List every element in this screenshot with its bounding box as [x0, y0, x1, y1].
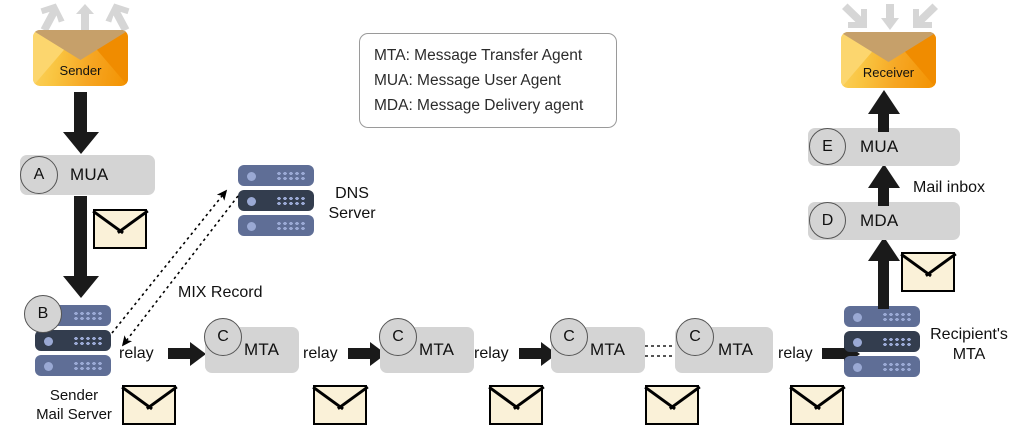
badge-d: D — [809, 202, 846, 239]
mail-envelope-icon-3 — [312, 385, 368, 425]
relay-label-3: relay — [474, 345, 509, 362]
arrow-mua-to-mail-server — [63, 196, 99, 300]
relay-label-1: relay — [119, 345, 154, 362]
stage-mta-2-label: MTA — [419, 340, 455, 359]
sender-envelope-icon: Sender — [33, 30, 128, 86]
relay-label-2: relay — [303, 345, 338, 362]
mix-record-label: MIX Record — [178, 284, 263, 301]
arrow-mua-to-receiver — [868, 90, 900, 132]
badge-e-label: E — [822, 137, 833, 155]
stage-mta-3-label: MTA — [590, 340, 626, 359]
stage-recipient-mua-label: MUA — [860, 137, 899, 156]
receiver-incoming-arrows-icon — [838, 2, 942, 32]
arrow-recipient-mta-to-mda — [868, 237, 900, 309]
receiver-envelope-icon: Receiver — [841, 32, 936, 88]
mail-envelope-icon-6 — [789, 385, 845, 425]
dns-server-icon — [238, 165, 314, 237]
receiver-envelope-label: Receiver — [862, 65, 915, 80]
sender-mail-server-label: Sender Mail Server — [36, 387, 112, 423]
mail-envelope-icon-5 — [644, 385, 700, 425]
relay-label-4: relay — [778, 345, 813, 362]
mail-envelope-icon-2 — [121, 385, 177, 425]
legend-line-mta: MTA: Message Transfer Agent — [374, 47, 583, 64]
badge-c-1-label: C — [217, 328, 229, 345]
mail-envelope-icon-1 — [92, 209, 148, 249]
badge-c-1: C — [204, 318, 242, 356]
sender-envelope-label: Sender — [59, 63, 102, 78]
mail-inbox-label: Mail inbox — [913, 179, 986, 196]
stage-mta-4-label: MTA — [718, 340, 754, 359]
recipient-mta-label: Recipient's MTA — [930, 326, 1008, 363]
badge-c-3-label: C — [563, 328, 575, 345]
recipient-mta-server-icon — [844, 306, 920, 378]
sender-outgoing-arrows-icon — [34, 2, 136, 32]
badge-b: B — [24, 295, 62, 333]
legend-line-mua: MUA: Message User Agent — [374, 72, 561, 90]
badge-c-4: C — [676, 318, 714, 356]
badge-e: E — [809, 128, 846, 165]
badge-c-2: C — [379, 318, 417, 356]
dns-server-label: DNS Server — [328, 185, 376, 222]
stage-mta-1-label: MTA — [244, 340, 280, 359]
badge-d-label: D — [821, 211, 834, 229]
mail-envelope-icon-7 — [900, 252, 956, 292]
stage-sender-mua-label: MUA — [70, 165, 109, 184]
badge-c-2-label: C — [392, 328, 404, 345]
legend-line-mda: MDA: Message Delivery agent — [374, 97, 584, 115]
badge-a-label: A — [33, 166, 45, 183]
badge-c-3: C — [550, 318, 588, 356]
badge-b-label: B — [37, 305, 49, 322]
badge-c-4-label: C — [689, 328, 701, 345]
badge-a: A — [20, 156, 58, 194]
stage-recipient-mda-label: MDA — [860, 211, 899, 230]
arrow-relay-1 — [168, 342, 206, 366]
arrow-mda-to-mua — [868, 164, 900, 206]
mail-envelope-icon-4 — [488, 385, 544, 425]
arrow-sender-to-mua — [63, 92, 99, 154]
legend-box: MTA: Message Transfer Agent MUA: Message… — [359, 33, 617, 128]
